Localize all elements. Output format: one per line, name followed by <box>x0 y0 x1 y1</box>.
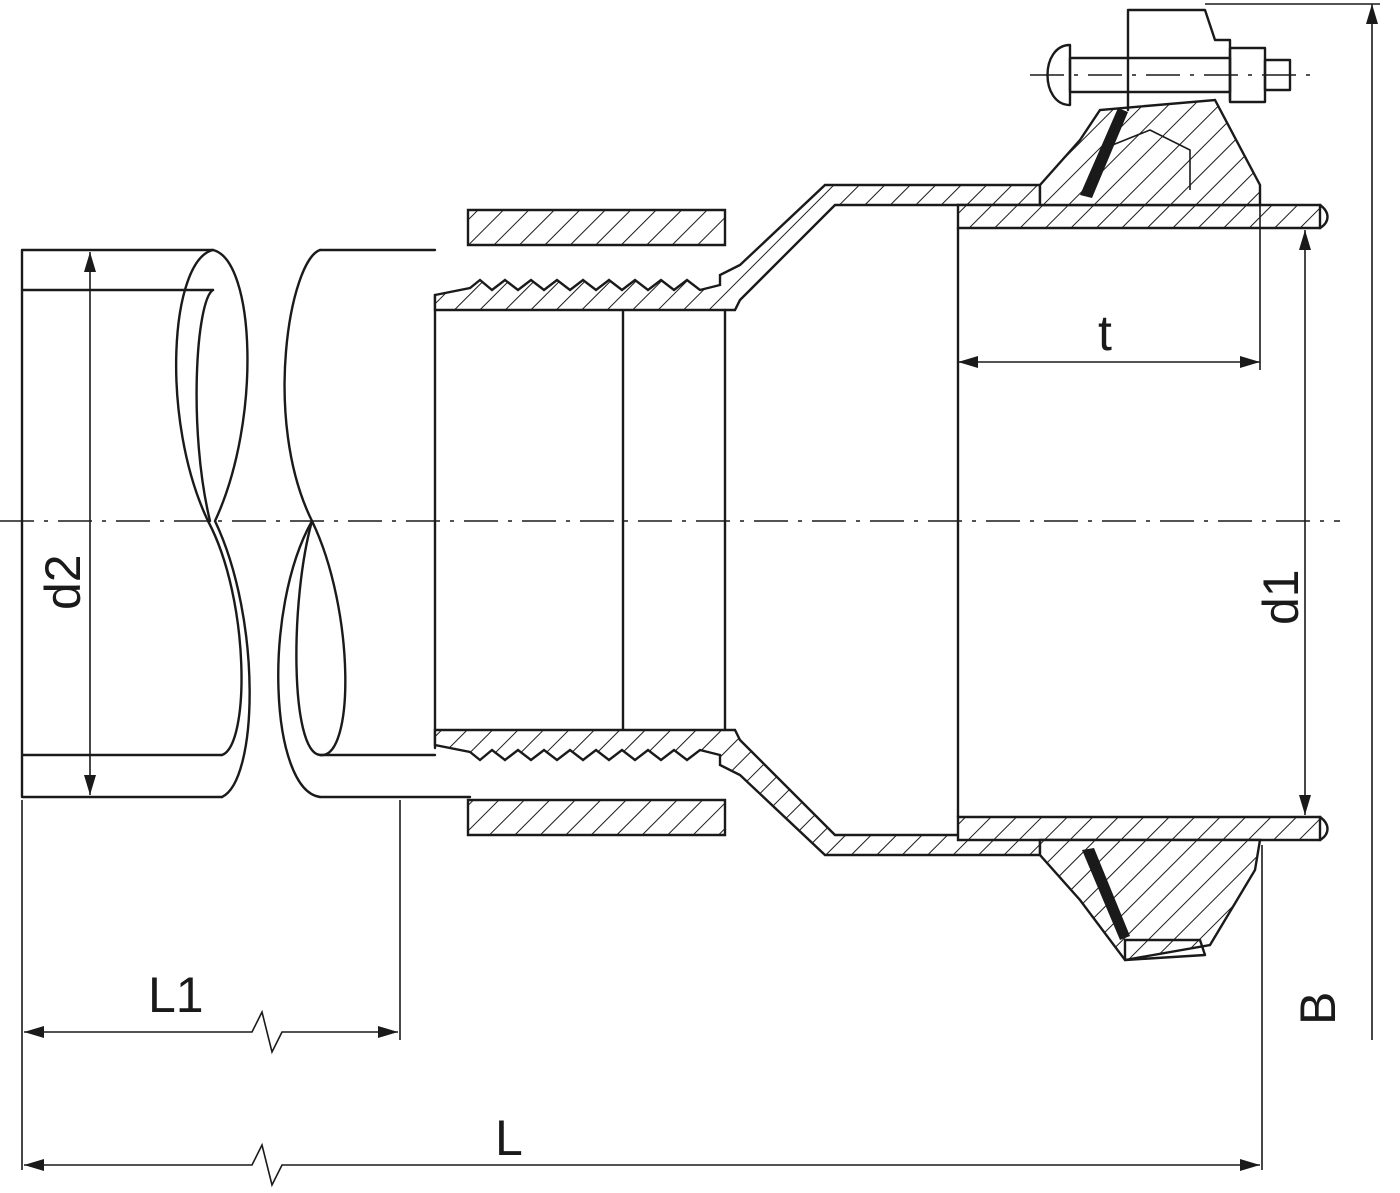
threaded-sleeve <box>466 208 727 837</box>
label-l: L <box>495 1110 523 1166</box>
label-d1: d1 <box>1253 569 1309 625</box>
seal-ring-top <box>1080 108 1128 198</box>
clamp-ring-top <box>1038 8 1262 207</box>
label-d2: d2 <box>35 554 91 610</box>
label-l1: L1 <box>148 967 204 1023</box>
label-t: t <box>1098 305 1112 361</box>
bolt <box>1030 43 1310 107</box>
adapter-body <box>433 183 1329 857</box>
seal-ring-bottom <box>1082 848 1130 940</box>
pe-pipe <box>20 248 625 799</box>
dimensions <box>21 3 1380 1188</box>
clamp-ring-bottom <box>1038 838 1262 962</box>
label-b: B <box>1290 992 1346 1025</box>
